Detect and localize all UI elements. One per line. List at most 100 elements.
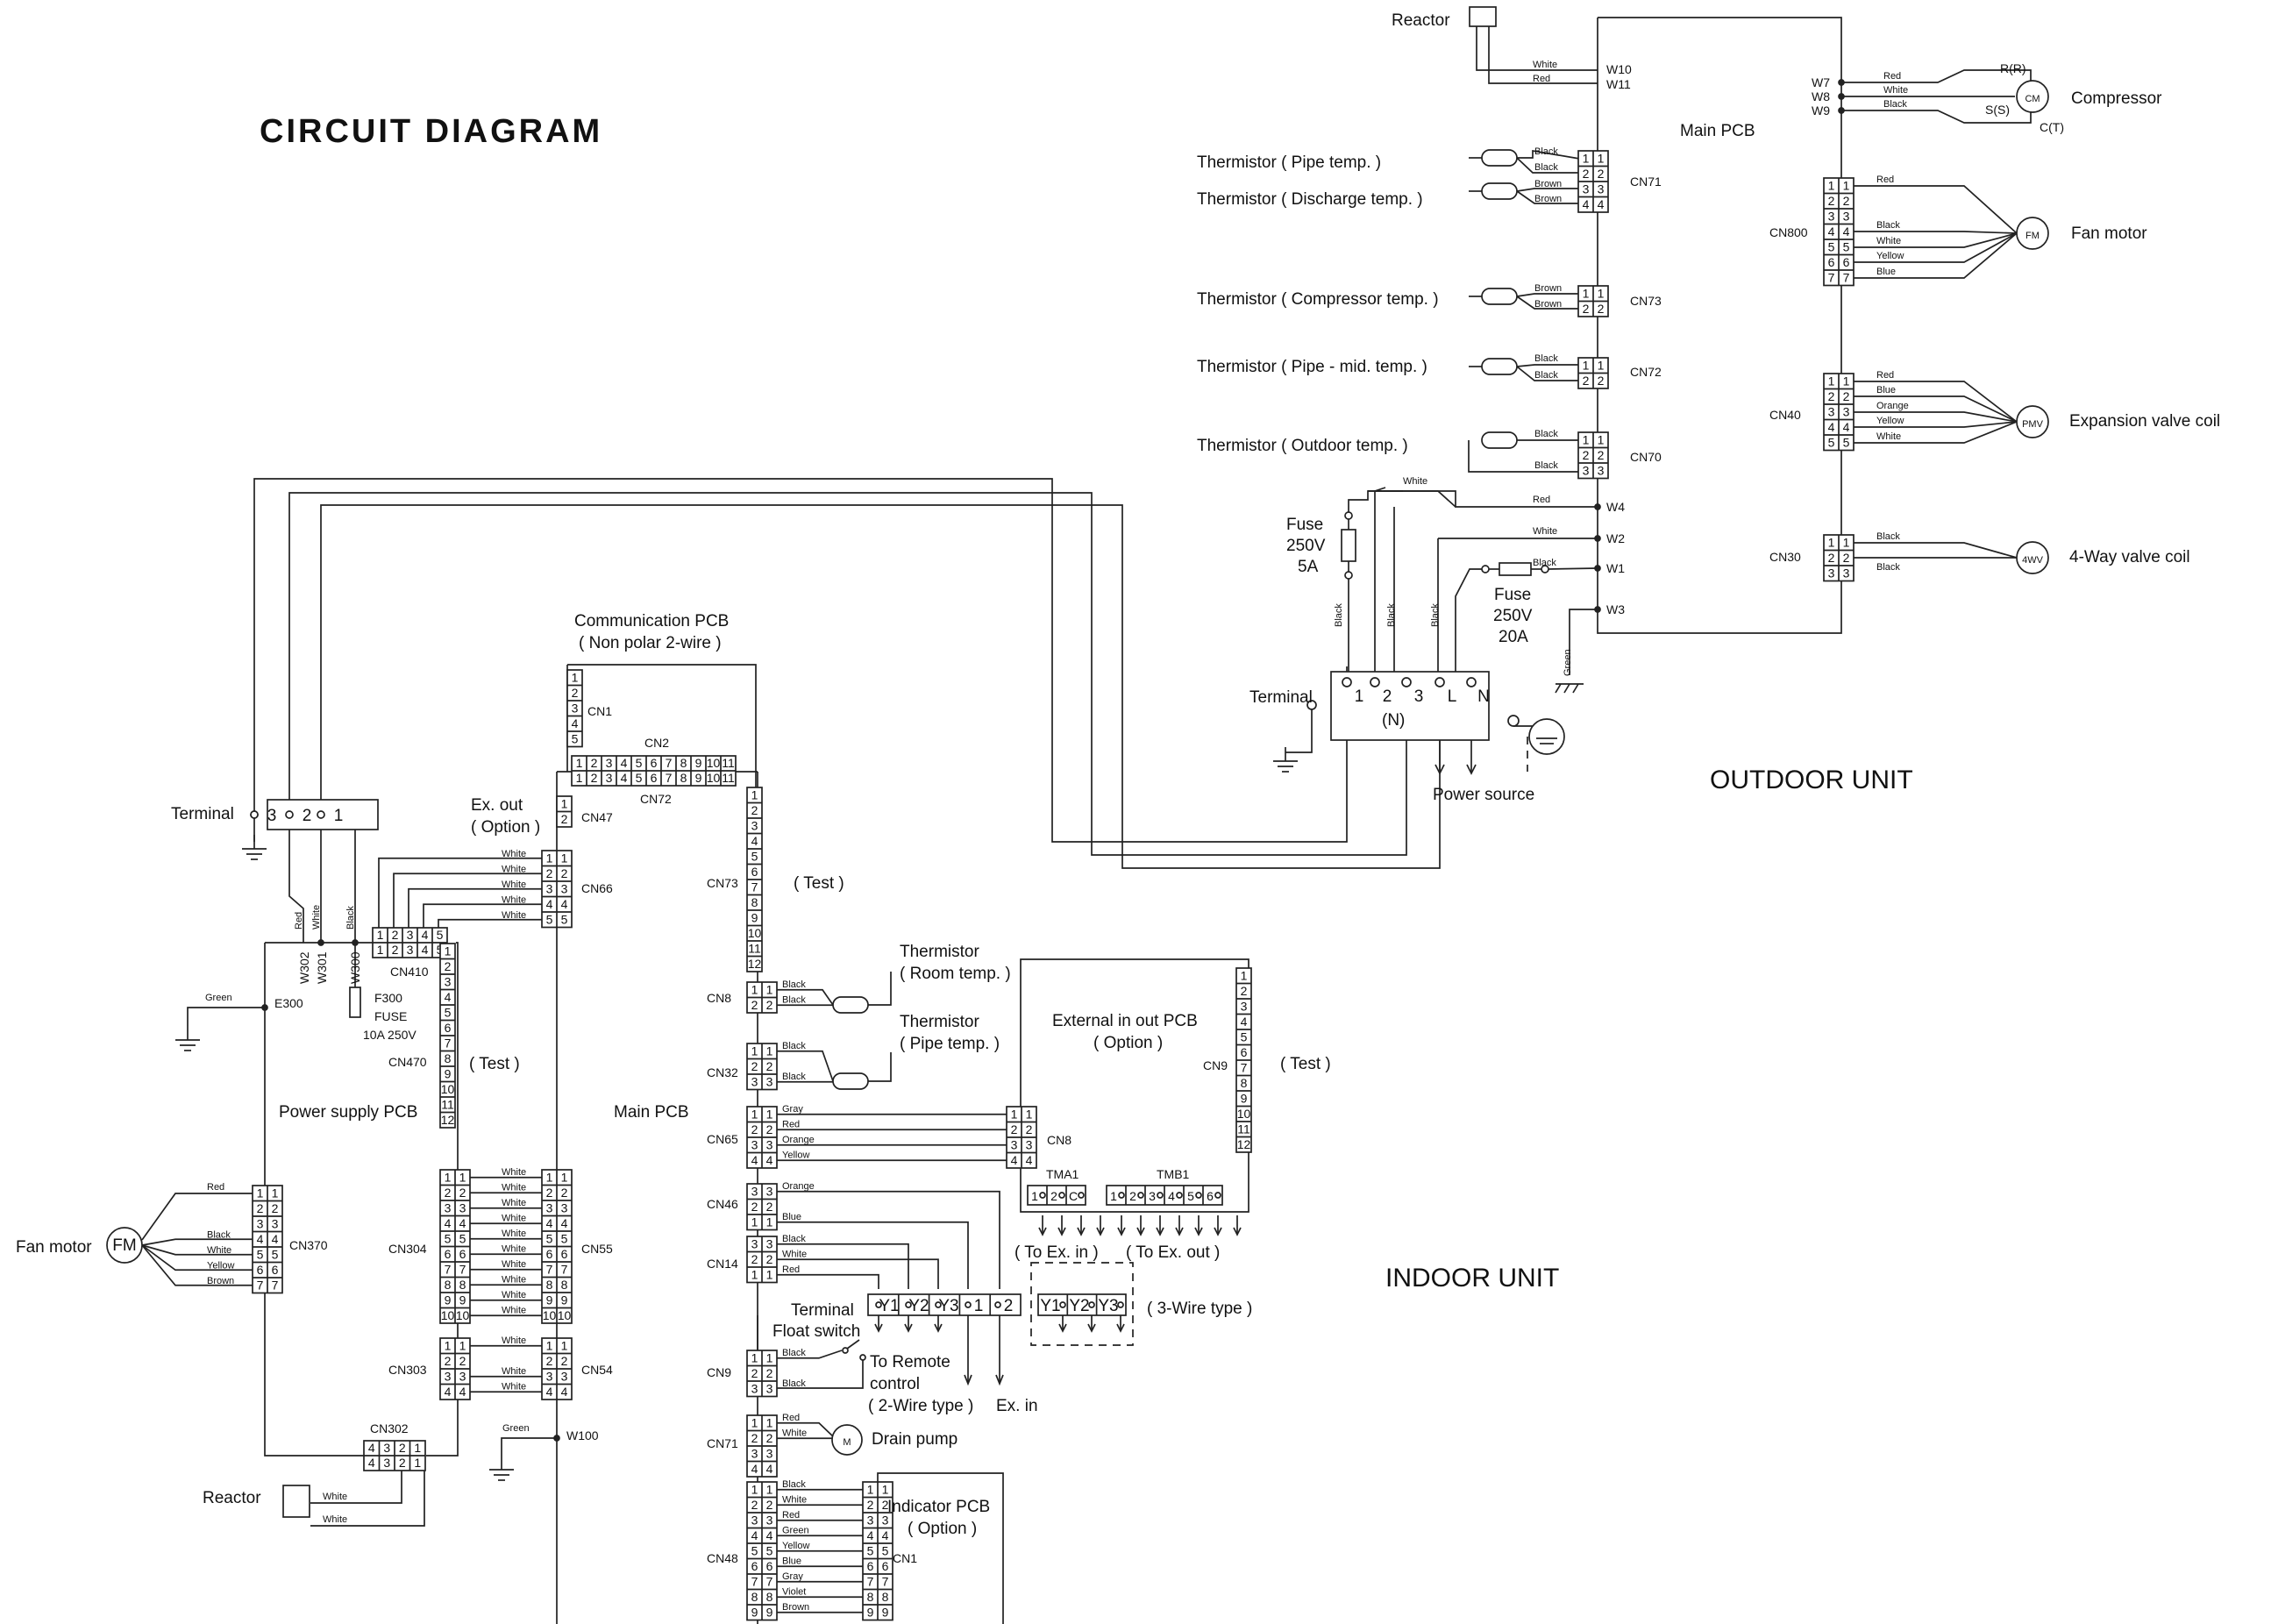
- pin-number: 1: [377, 928, 384, 942]
- wire-color-label: Yellow: [1876, 251, 1904, 261]
- reactor-wire-w11: [1488, 26, 1598, 84]
- pin-number: 1: [561, 1339, 568, 1353]
- wire-color-label: Red: [1876, 175, 1894, 185]
- pin-number: 2: [1598, 302, 1605, 316]
- wire-color-label: Yellow: [782, 1150, 809, 1160]
- thermistor-pipe-label: Thermistor ( Pipe temp. ): [1197, 153, 1381, 172]
- wire-color-label: Black: [782, 1041, 806, 1051]
- comm-pcb-label: Communication PCB: [574, 612, 729, 630]
- thermistor-discharge-icon: [1481, 182, 1518, 200]
- wire-color-label: White: [502, 880, 526, 890]
- pin-number: 2: [1828, 389, 1835, 403]
- pin-number: 3: [882, 1514, 889, 1528]
- compressor-wire-r: [1841, 69, 2032, 83]
- fan-wire: [1854, 232, 2018, 248]
- cn14-wire: [777, 1273, 879, 1289]
- pin-number: 4: [751, 1153, 758, 1167]
- wire-color-label: Black: [1534, 162, 1558, 173]
- comm-pcb-outline: [567, 664, 757, 772]
- e300-label: E300: [274, 996, 303, 1010]
- fuse-node: [1344, 511, 1353, 520]
- pin-number: 8: [751, 1590, 758, 1604]
- w100-green-wire: Green: [502, 1423, 530, 1434]
- pin-number: 3: [1828, 210, 1835, 224]
- wire-color-label: White: [502, 1213, 526, 1223]
- fuse-20a-icon: [1499, 562, 1532, 576]
- pin-number: 4: [882, 1528, 889, 1542]
- tb-screw: [1058, 1192, 1065, 1199]
- pin-number: 1: [546, 851, 553, 865]
- terminal-n-label: (N): [1382, 711, 1405, 730]
- remote-l2: control: [870, 1375, 920, 1393]
- pin-number: 3: [546, 882, 553, 896]
- wire-color-label: Black: [1534, 146, 1558, 157]
- fuse1-l1: Fuse: [1286, 516, 1323, 534]
- cn302-label: CN302: [370, 1421, 409, 1435]
- three-wire-pin: Y1: [1040, 1297, 1060, 1315]
- pin-number: 1: [445, 1339, 452, 1353]
- wire-color-label: Red: [782, 1510, 800, 1521]
- pin-number: 2: [572, 686, 579, 700]
- fuse1-l2: 250V: [1286, 537, 1326, 555]
- remote-l1: To Remote: [870, 1353, 950, 1371]
- thermistor-outdoor-icon: [1481, 431, 1518, 449]
- indoor-cn14-label: CN14: [707, 1257, 738, 1271]
- compressor-wire-c: [1841, 110, 2032, 124]
- pin-number: 4: [1026, 1153, 1033, 1167]
- wire-color-label: Yellow: [1876, 416, 1904, 426]
- pin-number: 8: [867, 1590, 874, 1604]
- pin-number: 3: [1828, 566, 1835, 581]
- terminal-screw: [317, 810, 325, 819]
- pin-number: 9: [751, 1606, 758, 1620]
- outdoor-reactor-icon: [1469, 6, 1497, 27]
- indicator-pcb-l2: ( Option ): [908, 1520, 977, 1538]
- pin-number: 3: [606, 771, 613, 785]
- pin-number: 1: [1011, 1108, 1018, 1122]
- cn72-label: CN72: [640, 792, 672, 806]
- pin-number: 1: [751, 1351, 758, 1365]
- tb-pin: 3: [1149, 1189, 1156, 1203]
- wire-color-label: Black: [1534, 429, 1558, 439]
- thermistor-compressor-icon: [1481, 288, 1518, 305]
- pin-number: 4: [561, 1216, 568, 1230]
- therm-wire: [777, 1050, 834, 1082]
- pin-number: 2: [399, 1456, 406, 1470]
- pin-number: 10: [707, 771, 721, 785]
- w-pin-label: W300: [348, 951, 362, 984]
- pin-number: 10: [456, 1308, 470, 1322]
- wire-color-label: Red: [294, 912, 304, 930]
- wire-color-label: White: [323, 1492, 347, 1502]
- indoor-main-pcb-label: Main PCB: [614, 1103, 689, 1122]
- tb-pin: 5: [1187, 1189, 1194, 1203]
- wire-color-label: Black: [1534, 370, 1558, 381]
- indoor-cn48-label: CN48: [707, 1551, 738, 1565]
- pin-number: 3: [546, 1201, 553, 1215]
- pin-number: 3: [1026, 1138, 1033, 1152]
- pin-number: 2: [445, 1354, 452, 1368]
- pin-number: 1: [751, 1215, 758, 1229]
- cn55-label: CN55: [581, 1242, 613, 1256]
- pin-number: 1: [561, 1171, 568, 1185]
- wire-color-label: White: [502, 1243, 526, 1254]
- test-label-ext: ( Test ): [1280, 1055, 1331, 1073]
- wire: [868, 972, 892, 1006]
- wire: [1572, 683, 1579, 694]
- wire-color-label: Black: [1534, 460, 1558, 471]
- pin-number: 3: [445, 1370, 452, 1384]
- to-ex-in-label: ( To Ex. in ): [1014, 1243, 1099, 1262]
- power-pcb-outline: [264, 943, 364, 1457]
- pin-number: 3: [257, 1217, 264, 1231]
- pin-number: 9: [561, 1293, 568, 1307]
- cn303-label: CN303: [388, 1363, 427, 1377]
- pin-number: 3: [751, 1514, 758, 1528]
- indicator-pcb-outline: [877, 1472, 1004, 1624]
- pin-number: 2: [751, 1431, 758, 1445]
- indoor-cn9-label: CN9: [707, 1365, 731, 1379]
- pin-number: 6: [751, 865, 758, 879]
- wire-color-label: White: [502, 1259, 526, 1270]
- pin-number: 3: [766, 1447, 773, 1461]
- pin-number: 1: [377, 943, 384, 957]
- remote-l3: ( 2-Wire type ): [868, 1397, 973, 1415]
- fuse-node: [1541, 565, 1549, 573]
- pin-number: 3: [751, 1382, 758, 1396]
